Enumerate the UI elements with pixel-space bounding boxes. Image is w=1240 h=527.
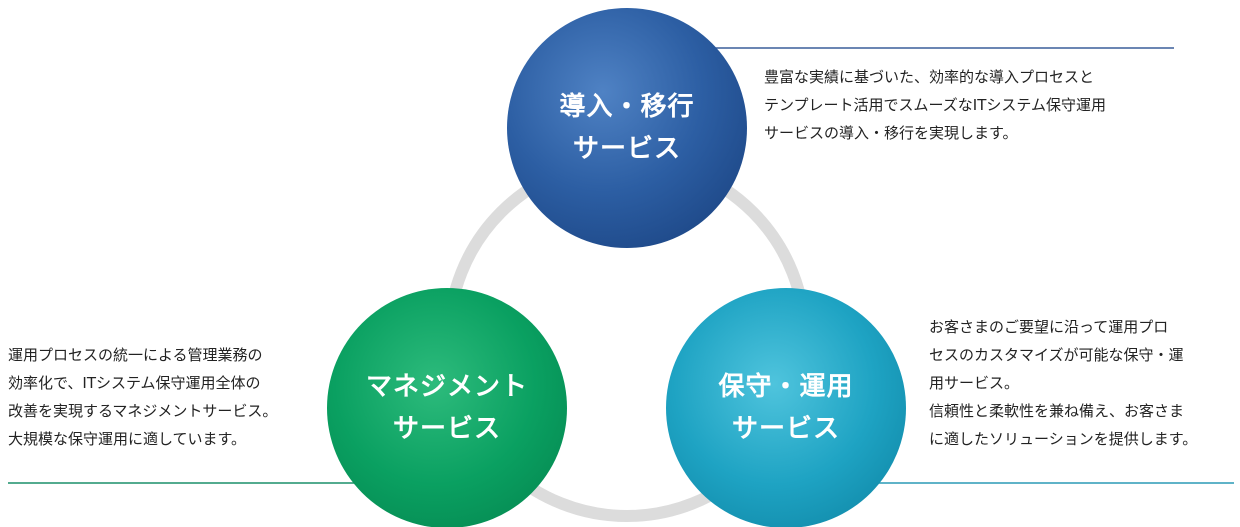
node-right-desc-line: 用サービス。 [929, 374, 1020, 392]
node-right-desc-line: セスのカスタマイズが可能な保守・運 [929, 346, 1184, 364]
node-right-title: 保守・運用 サービス [666, 366, 906, 450]
node-right-circle [666, 288, 906, 527]
node-right-title-line1: 保守・運用 [718, 372, 854, 402]
node-right-title-line2: サービス [731, 414, 840, 444]
node-left-title-line1: マネジメント [365, 372, 528, 402]
node-top-description: 豊富な実績に基づいた、効率的な導入プロセスと テンプレート活用でスムーズなITシ… [764, 63, 1106, 147]
node-right-description: お客さまのご要望に沿って運用プロ セスのカスタマイズが可能な保守・運 用サービス… [929, 313, 1197, 453]
node-right-desc-line: 信頼性と柔軟性を兼ね備え、お客さま [929, 402, 1185, 420]
node-left-desc-line: 運用プロセスの統一による管理業務の [8, 346, 263, 364]
node-left-description: 運用プロセスの統一による管理業務の 効率化で、ITシステム保守運用全体の 改善を… [8, 341, 277, 453]
node-left-desc-line: 効率化で、ITシステム保守運用全体の [8, 374, 261, 392]
node-left-desc-line: 大規模な保守運用に適しています。 [8, 430, 247, 448]
node-right-desc-line: お客さまのご要望に沿って運用プロ [929, 318, 1169, 336]
node-top-desc-line: 豊富な実績に基づいた、効率的な導入プロセスと [764, 68, 1095, 86]
node-left-desc-line: 改善を実現するマネジメントサービス。 [8, 402, 278, 420]
node-left-circle [327, 288, 567, 527]
node-top-desc-line: テンプレート活用でスムーズなITシステム保守運用 [764, 96, 1106, 114]
node-top-title-line1: 導入・移行 [559, 92, 695, 122]
node-top-circle [507, 8, 747, 248]
node-left-title: マネジメント サービス [327, 366, 567, 450]
node-top-title-line2: サービス [572, 134, 681, 164]
node-left-title-line2: サービス [392, 414, 501, 444]
node-top-desc-line: サービスの導入・移行を実現します。 [764, 124, 1018, 142]
node-right-desc-line: に適したソリューションを提供します。 [929, 430, 1198, 448]
node-top-title: 導入・移行 サービス [507, 86, 747, 170]
